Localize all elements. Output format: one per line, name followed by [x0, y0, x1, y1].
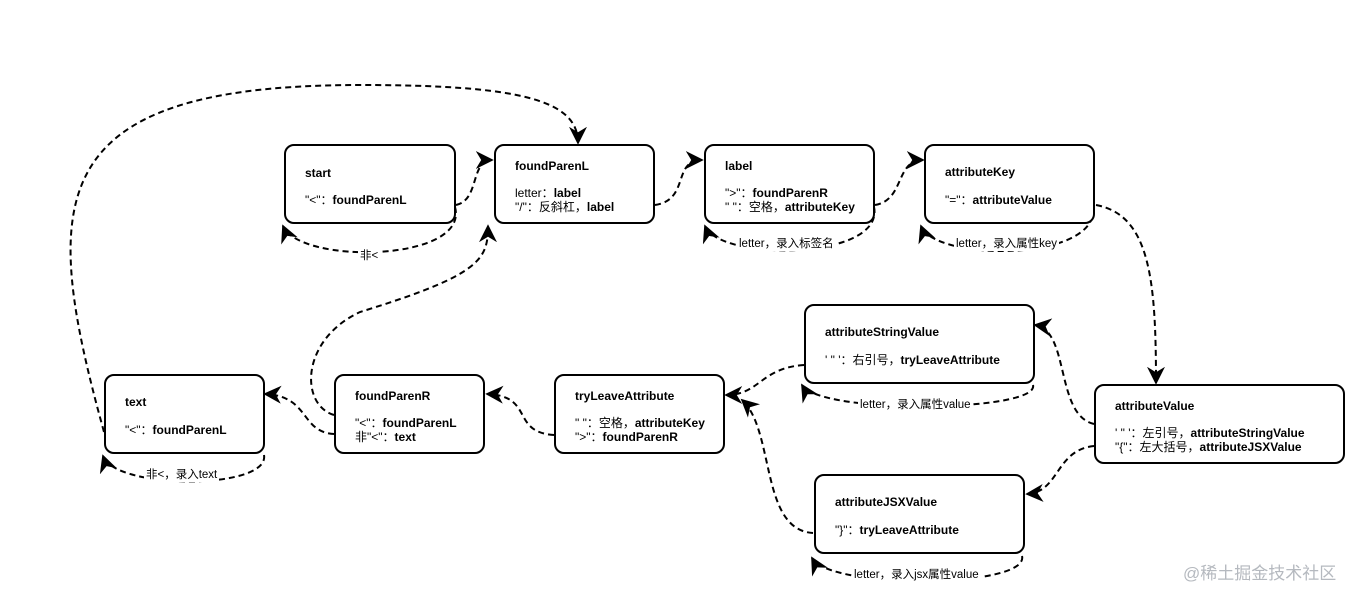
state-attributeKey: attributeKey "="：attributeValue — [924, 144, 1095, 224]
state-title: foundParenL — [515, 159, 589, 173]
transition-line: "<"：foundParenL — [305, 193, 407, 207]
edge-label-attributeKey — [874, 151, 925, 206]
watermark: @稀土掘金技术社区 — [1183, 564, 1337, 583]
state-title: foundParenR — [355, 389, 431, 403]
transition-line: "<"：foundParenL — [355, 416, 457, 430]
edge-foundParenR-text — [263, 385, 335, 435]
state-title: start — [305, 166, 332, 180]
state-text: text "<"：foundParenL — [104, 374, 265, 454]
state-attributeStringValue: attributeStringValue ' " '：右引号，tryLeaveA… — [804, 304, 1035, 384]
edge-start-foundParenL — [455, 151, 494, 206]
state-foundParenR: foundParenR "<"：foundParenL 非"<"：text — [334, 374, 485, 454]
transition-line: "}"：tryLeaveAttribute — [835, 523, 959, 537]
edge-tryLeaveAttribute-foundParenR — [485, 385, 555, 436]
edge-foundParenR-foundParenL — [310, 224, 497, 416]
edge-attributeJSXValue-tryLeaveAttribute — [740, 398, 814, 534]
state-title: text — [125, 395, 147, 409]
state-title: attributeStringValue — [825, 325, 940, 339]
edge-start-self — [281, 206, 457, 254]
edge-text-foundParenL — [69, 83, 587, 433]
transition-line: ">"：foundParenR — [575, 430, 678, 444]
transition-line: "="：attributeValue — [945, 193, 1052, 207]
state-start: start "<"：foundParenL — [284, 144, 456, 224]
transition-line: 非"<"：text — [355, 430, 416, 444]
edge-foundParenL-label — [654, 151, 704, 206]
edge-attributeValue-attributeStringValue — [1033, 318, 1095, 425]
edge-label-label-self: letter，录入标签名 — [737, 238, 836, 251]
state-title: attributeValue — [1115, 399, 1195, 413]
state-title: attributeKey — [945, 165, 1016, 179]
transition-line: " "：空格，attributeKey — [575, 416, 705, 430]
edge-attributeKey-self — [918, 206, 1095, 252]
edge-attributeStringValue-tryLeaveAttribute — [724, 364, 805, 404]
edge-label-attributeJSXValue-self: letter，录入jsx属性value — [852, 569, 981, 582]
state-attributeValue: attributeValue ' " '：左引号，attributeString… — [1094, 384, 1345, 464]
state-attributeJSXValue: attributeJSXValue "}"：tryLeaveAttribute — [814, 474, 1025, 554]
state-label: label ">"：foundParenR " "：空格，attributeKe… — [704, 144, 875, 224]
state-title: tryLeaveAttribute — [575, 389, 675, 403]
state-title: attributeJSXValue — [835, 495, 938, 509]
edge-attributeKey-attributeValue — [1095, 204, 1165, 385]
state-tryLeaveAttribute: tryLeaveAttribute " "：空格，attributeKey ">… — [554, 374, 725, 454]
edge-attributeValue-attributeJSXValue — [1025, 445, 1095, 502]
edge-label-start-self: 非< — [358, 250, 381, 263]
transition-line: "{"：左大括号，attributeJSXValue — [1115, 440, 1302, 454]
state-title: label — [725, 159, 753, 173]
transition-line: letter：label — [515, 186, 582, 200]
transition-line: ' " '：左引号，attributeStringValue — [1115, 426, 1305, 440]
transition-line: "/"：反斜杠，label — [515, 200, 615, 214]
transition-line: " "：空格，attributeKey — [725, 200, 855, 214]
edge-label-text-self: 非<，录入text — [144, 469, 220, 482]
edge-label-attributeKey-self: letter，录入属性key — [954, 238, 1059, 251]
edge-label-attributeStringValue-self: letter，录入属性value — [858, 399, 973, 412]
transition-line: ">"：foundParenR — [725, 186, 828, 200]
transition-line: ' " '：右引号，tryLeaveAttribute — [825, 353, 1000, 367]
state-foundParenL: foundParenL letter：label "/"：反斜杠，label — [494, 144, 655, 224]
transition-line: "<"：foundParenL — [125, 423, 227, 437]
